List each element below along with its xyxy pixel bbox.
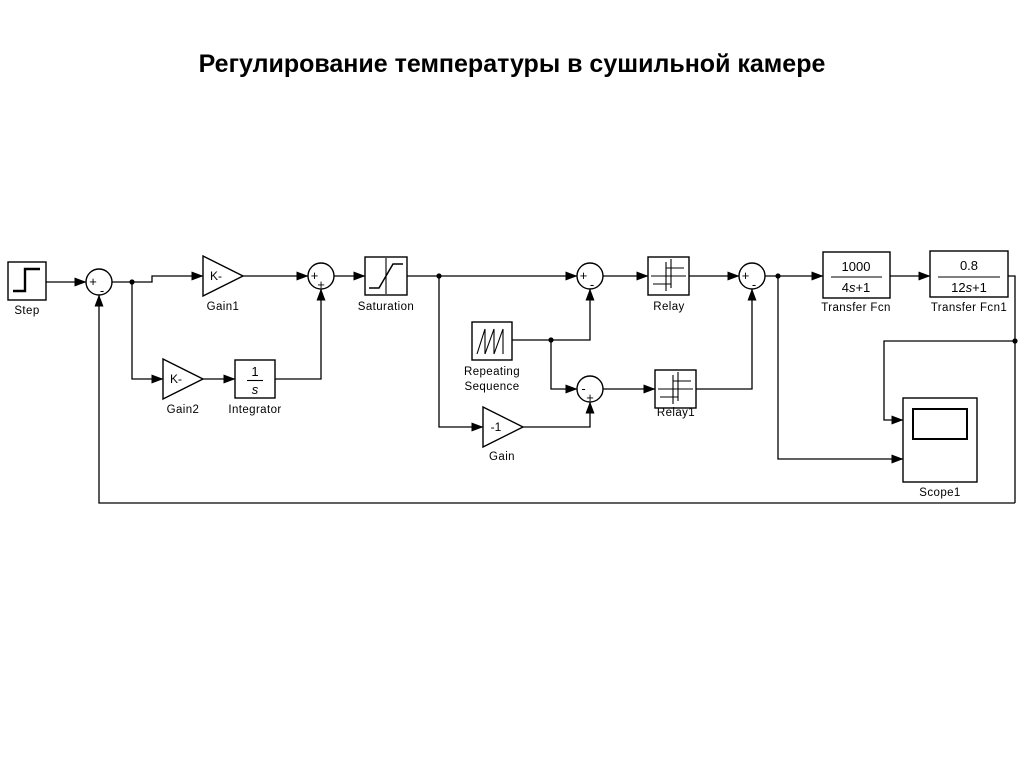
wire-saturation-to-gain[interactable]	[438, 276, 484, 432]
relay-block[interactable]	[647, 256, 690, 296]
transfer-fcn-body[interactable]	[822, 251, 891, 299]
transfer-fcn-denominator: 4s+1	[842, 280, 871, 295]
transfer-fcn1-body[interactable]	[929, 250, 1009, 298]
scope1-screen-icon	[912, 408, 968, 440]
sum3-block[interactable]: + -	[576, 262, 604, 292]
transfer-fcn-block[interactable]: 1000 4s+1	[822, 251, 891, 299]
gain2-body[interactable]	[162, 357, 205, 401]
gain2-label: Gain2	[167, 404, 200, 416]
gain-body[interactable]	[482, 405, 525, 449]
sum5-body[interactable]	[738, 262, 766, 290]
wire-gain-to-sum4[interactable]	[523, 401, 595, 428]
diagram-title: Регулирование температуры в сушильной ка…	[198, 50, 826, 78]
sum2-block[interactable]: + +	[307, 262, 335, 292]
relay1-block[interactable]	[654, 369, 697, 409]
sum3-sign-bottom: -	[590, 277, 594, 292]
integrator-block[interactable]: 1 s	[234, 359, 276, 399]
relay1-icon	[658, 372, 693, 404]
sum2-body[interactable]	[307, 262, 335, 290]
integrator-denominator: s	[252, 382, 259, 397]
wire-sum5-to-scope-in2[interactable]	[777, 276, 904, 464]
sum4-block[interactable]: - +	[576, 375, 604, 405]
step-body[interactable]	[7, 261, 47, 301]
junction-dot-sum5-branch	[775, 273, 781, 279]
integrator-label: Integrator	[228, 404, 281, 416]
relay1-label: Relay1	[657, 407, 695, 419]
sum5-block[interactable]: + -	[738, 262, 766, 292]
repeating-sequence-icon	[476, 328, 504, 355]
wire-sum1-to-gain1[interactable]	[112, 271, 204, 283]
sum4-sign-bottom: +	[586, 390, 594, 405]
integrator-body[interactable]	[234, 359, 276, 399]
step-icon	[13, 267, 40, 293]
wire-repseq-to-sum4[interactable]	[550, 340, 578, 394]
wire-tf1-output-down[interactable]	[1008, 275, 1016, 503]
transfer-fcn1-block[interactable]: 0.8 12s+1	[929, 250, 1009, 298]
transfer-fcn1-denominator: 12s+1	[951, 280, 987, 295]
step-block[interactable]	[7, 261, 47, 301]
wire-integrator-to-sum2[interactable]	[275, 288, 326, 380]
wire-relay1-to-sum5[interactable]	[695, 288, 757, 390]
sum3-sign-left: +	[580, 268, 588, 283]
junction-dot-feedback-branch	[1012, 338, 1018, 344]
sum3-body[interactable]	[576, 262, 604, 290]
sum1-sign-left: +	[89, 274, 97, 289]
gain1-block[interactable]: K-	[202, 254, 245, 298]
sum1-block[interactable]: + -	[85, 268, 113, 298]
sum4-sign-left: -	[581, 381, 585, 396]
gain1-value: K-	[210, 269, 222, 283]
scope1-block[interactable]	[902, 397, 978, 483]
wire-repseq-to-sum3[interactable]	[512, 288, 595, 341]
repeating-sequence-body[interactable]	[471, 321, 513, 361]
repeating-sequence-block[interactable]	[471, 321, 513, 361]
wire-main-feedback[interactable]	[94, 294, 1015, 504]
integrator-numerator: 1	[251, 364, 258, 379]
transfer-fcn-numerator: 1000	[842, 259, 871, 274]
sum2-sign-left: +	[311, 268, 319, 283]
gain-label: Gain	[489, 451, 515, 463]
junction-dot-repseq-branch	[548, 337, 554, 343]
step-label: Step	[14, 305, 39, 317]
repeating-sequence-label-line2: Sequence	[465, 381, 520, 393]
saturation-block[interactable]	[364, 256, 408, 296]
sum5-sign-bottom: -	[752, 277, 756, 292]
sum1-sign-bottom: -	[100, 283, 104, 298]
transfer-fcn1-numerator: 0.8	[960, 258, 978, 273]
scope1-label: Scope1	[919, 487, 960, 499]
gain2-block[interactable]: K-	[162, 357, 205, 401]
gain-block[interactable]: -1	[482, 405, 525, 449]
saturation-label: Saturation	[358, 301, 414, 313]
relay-icon	[651, 259, 686, 291]
sum2-sign-bottom: +	[317, 277, 325, 292]
gain-value: -1	[491, 420, 502, 434]
transfer-fcn-label: Transfer Fcn	[821, 302, 891, 314]
junction-dot-saturation-branch	[436, 273, 442, 279]
sum4-body[interactable]	[576, 375, 604, 403]
junction-dot-sum1-branch	[129, 279, 135, 285]
transfer-fcn1-label: Transfer Fcn1	[931, 302, 1007, 314]
sum5-sign-left: +	[742, 268, 750, 283]
gain1-label: Gain1	[207, 301, 240, 313]
saturation-icon	[369, 263, 403, 289]
sum1-body[interactable]	[85, 268, 113, 296]
gain1-body[interactable]	[202, 254, 245, 298]
repeating-sequence-label-line1: Repeating	[464, 366, 520, 378]
wire-sum1-to-gain2[interactable]	[131, 282, 164, 384]
gain2-value: K-	[170, 372, 182, 386]
relay-label: Relay	[653, 301, 684, 313]
wire-tf1-to-scope-in1[interactable]	[883, 340, 1015, 425]
